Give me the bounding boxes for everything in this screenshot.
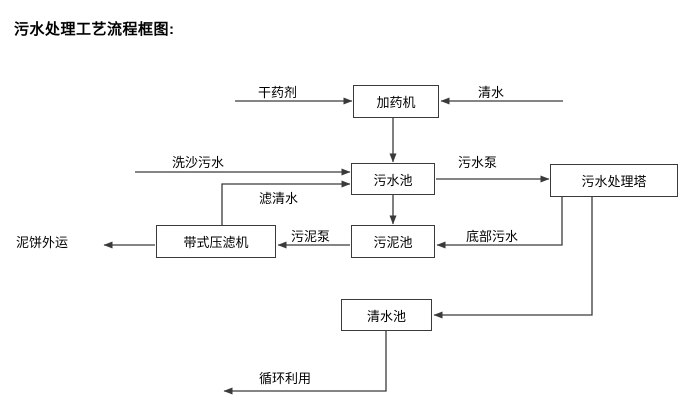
node-wastewater-pool[interactable]: 污水池 [351, 163, 435, 195]
edge-label-filtered-clear-water: 滤清水 [259, 191, 299, 206]
node-label: 加药机 [376, 95, 416, 110]
edge-label-sludge-pump: 污泥泵 [291, 229, 331, 244]
edge-bottom-wastewater-to-sludge-pool [436, 197, 563, 249]
node-label: 污水处理塔 [581, 174, 647, 189]
page-title: 污水处理工艺流程框图: [14, 21, 175, 38]
node-label: 污泥池 [373, 235, 413, 250]
node-label: 清水池 [366, 308, 406, 324]
node-belt-filter-press[interactable]: 带式压滤机 [156, 225, 276, 258]
node-dosing-machine[interactable]: 加药机 [353, 85, 439, 118]
edge-label-clean-water: 清水 [478, 85, 505, 100]
edge-clean-water-pool-to-recycling [223, 331, 387, 395]
terminal-label-recycling-use: 循环利用 [259, 371, 312, 386]
edge-label-sand-wash-wastewater: 洗沙污水 [172, 155, 225, 170]
edge-treatment-tower-to-clean-water-pool [433, 197, 593, 319]
node-clean-water-pool[interactable]: 清水池 [341, 299, 432, 331]
edge-filtered-water-to-wastewater-pool [221, 180, 351, 225]
node-sludge-pool[interactable]: 污泥池 [351, 225, 435, 258]
edge-label-wastewater-pump: 污水泵 [458, 155, 498, 170]
node-label: 污水池 [373, 172, 413, 188]
terminal-label-mud-cake-out: 泥饼外运 [16, 235, 69, 250]
edge-label-bottom-wastewater: 底部污水 [466, 229, 519, 244]
node-label: 带式压滤机 [183, 235, 249, 250]
node-treatment-tower[interactable]: 污水处理塔 [550, 164, 678, 197]
edge-label-dry-reagent: 干药剂 [258, 85, 298, 100]
